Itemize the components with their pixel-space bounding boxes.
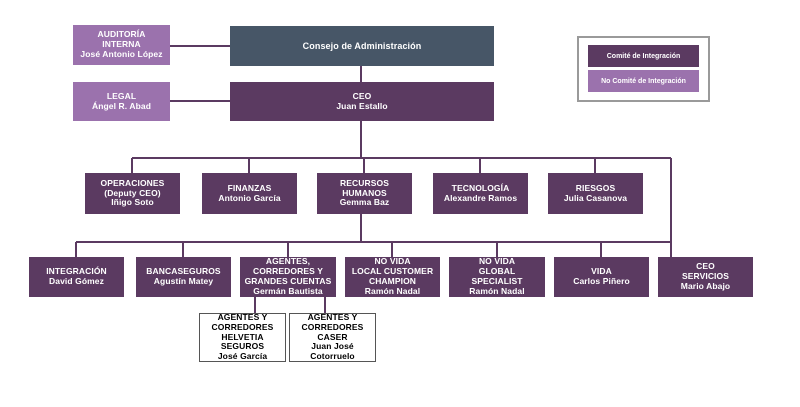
box-line: Iñigo Soto — [111, 197, 154, 208]
legal-title: LEGAL — [106, 90, 137, 101]
box-line: Antonio García — [218, 192, 281, 203]
box-line: FINANZAS — [227, 182, 272, 193]
box-line: HELVETIA — [221, 331, 264, 342]
box-line: AGENTES Y — [307, 312, 358, 323]
box-line: Germán Bautista — [253, 285, 323, 296]
box-line: CEO — [696, 261, 715, 272]
box-line: (Deputy CEO) — [104, 187, 161, 198]
box-line: NO VIDA — [374, 256, 411, 267]
box-line: David Gómez — [49, 276, 104, 286]
box-line: NO VIDA — [478, 256, 516, 267]
audit-title-2: INTERNA — [102, 39, 141, 50]
board-label: Consejo de Administración — [302, 40, 422, 51]
box-line: Julia Casanova — [563, 192, 628, 203]
box-line: GLOBAL — [478, 266, 516, 277]
box-line: SPECIALIST — [471, 276, 523, 286]
box-line: CHAMPION — [368, 276, 417, 286]
box-line: Cotorruelo — [310, 351, 355, 362]
box-line: José García — [217, 351, 268, 362]
box-line: Agustín Matey — [153, 276, 214, 286]
audit-box: AUDITORÍA INTERNA José Antonio López — [73, 25, 170, 65]
box-line: AGENTES Y — [217, 312, 268, 323]
legend-member: Comité de Integración — [588, 45, 699, 67]
box-line: Alexandre Ramos — [443, 192, 518, 203]
box-line: Gemma Baz — [339, 197, 390, 208]
box-line: CORREDORES Y — [252, 266, 323, 277]
box-line: GRANDES CUENTAS — [244, 276, 332, 286]
box-line: RECURSOS — [340, 177, 389, 188]
box-line: RIESGOS — [575, 182, 616, 193]
box-line: AGENTES, — [265, 256, 311, 267]
legend-non-member-label: No Comité de Integración — [601, 77, 686, 85]
ceo-person: Juan Estallo — [336, 100, 388, 111]
box-line: LOCAL CUSTOMER — [351, 266, 434, 277]
box-line: Juan José — [311, 341, 354, 352]
box-line: Carlos Piñero — [573, 276, 630, 286]
box-line: CORREDORES — [211, 321, 274, 332]
box-line: Mario Abajo — [680, 280, 731, 291]
box-line: OPERACIONES — [100, 177, 165, 188]
box-line: BANCASEGUROS — [146, 266, 221, 277]
legend-non-member: No Comité de Integración — [588, 70, 699, 92]
box-line: SEGUROS — [220, 341, 265, 352]
box-line: HUMANOS — [342, 187, 387, 198]
box-line: Ramón Nadal — [364, 285, 421, 296]
box-line: SERVICIOS — [681, 271, 730, 282]
box-line: CASER — [317, 331, 348, 342]
legal-box: LEGAL Ángel R. Abad — [73, 82, 170, 121]
legal-person: Ángel R. Abad — [91, 100, 152, 111]
audit-person: José Antonio López — [80, 48, 163, 59]
ceo-box: CEO Juan Estallo — [230, 82, 494, 121]
box-line: INTEGRACIÓN — [46, 266, 107, 277]
box-line: TECNOLOGÍA — [451, 182, 510, 193]
box-line: CORREDORES — [301, 321, 364, 332]
audit-title-1: AUDITORÍA — [97, 29, 146, 40]
dept-operaciones: OPERACIONES(Deputy CEO)Iñigo Soto — [85, 173, 180, 214]
box-line: Ramón Nadal — [469, 285, 525, 296]
board-box: Consejo de Administración — [230, 26, 494, 66]
ceo-title: CEO — [352, 90, 372, 101]
legend-member-label: Comité de Integración — [606, 52, 681, 60]
box-line: VIDA — [591, 266, 612, 277]
